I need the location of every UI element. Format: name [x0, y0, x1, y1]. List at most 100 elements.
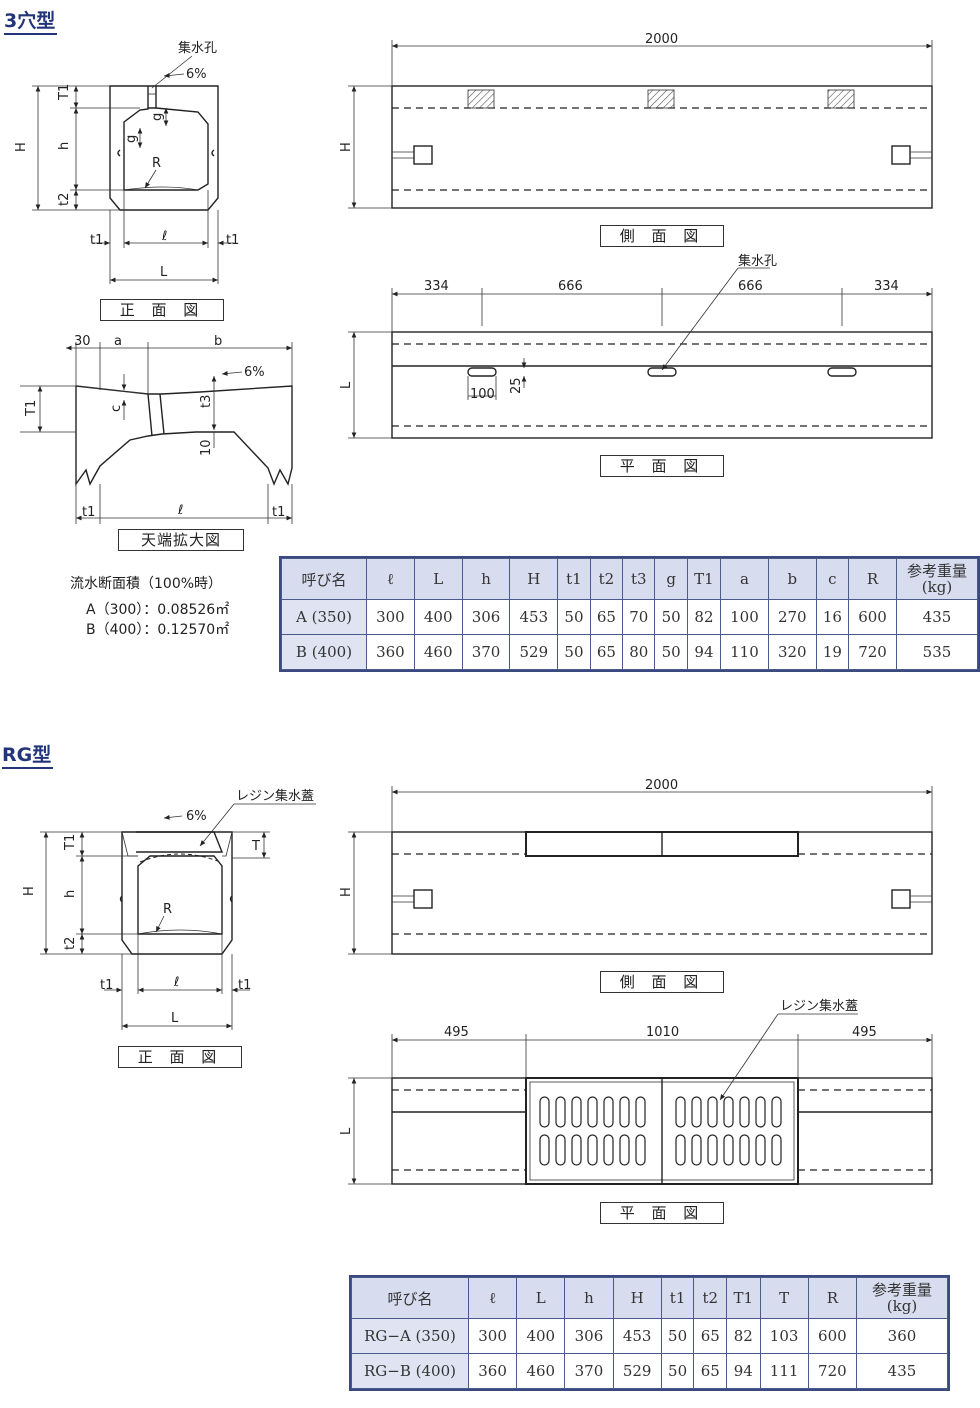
table-cell: 16: [815, 599, 850, 635]
table-cell: 270: [767, 599, 817, 635]
caption-front-3hole: 正 面 図: [100, 299, 224, 321]
table-header-cell: 呼び名: [281, 558, 367, 600]
label-resin-cover-plan: レジン集水蓋: [780, 998, 858, 1014]
label-t1-right: t1: [226, 233, 239, 248]
plan-view-3hole: 334 666 666 334 集水孔 100 25 L: [339, 253, 933, 439]
table-cell: 400: [516, 1318, 566, 1354]
label-h: h: [57, 142, 72, 150]
table-row-name: RG−A (350): [351, 1318, 469, 1354]
resin-cover-slots: [539, 1096, 782, 1166]
table-header-cell: T: [759, 1277, 809, 1319]
table-header-cell: t3: [622, 558, 656, 600]
caption-top-detail: 天端拡大図: [118, 529, 244, 551]
table-cell: 306: [461, 599, 511, 635]
caption-plan-3hole: 平 面 図: [600, 455, 724, 477]
label-ell-detail: ℓ: [177, 503, 183, 518]
cover-slot: [707, 1096, 718, 1128]
table-header-cell: T1: [686, 558, 722, 600]
side-view-rg: 2000 H: [339, 778, 933, 955]
label-ell-rg: ℓ: [173, 975, 179, 990]
cover-slot: [691, 1096, 702, 1128]
table-cell: 94: [726, 1353, 761, 1389]
flow-area-b: B（400）：0.12570㎡: [86, 622, 230, 638]
cover-slot: [739, 1096, 750, 1128]
dim-10: 10: [199, 439, 214, 456]
table-cell: 19: [815, 634, 850, 670]
cover-slot: [539, 1134, 550, 1166]
dim-666-left: 666: [558, 279, 583, 294]
table-header-cell: 呼び名: [351, 1277, 469, 1319]
side-view-3hole: 2000 H: [339, 32, 933, 209]
table-cell: 65: [589, 634, 624, 670]
label-T-rg: T: [251, 839, 260, 854]
table-cell: 100: [720, 599, 769, 635]
table-header-cell: ℓ: [366, 558, 415, 600]
cover-slot: [571, 1096, 582, 1128]
cover-slot: [635, 1096, 646, 1128]
label-drain-hole: 集水孔: [178, 40, 217, 56]
dim-2000-top: 2000: [645, 32, 678, 47]
cover-slot: [587, 1096, 598, 1128]
table-cell: 82: [726, 1318, 761, 1354]
table-cell: 80: [622, 634, 656, 670]
table-cell: 82: [686, 599, 722, 635]
label-h-rg: h: [63, 890, 78, 898]
table-header-cell: L: [413, 558, 463, 600]
cover-slot: [723, 1134, 734, 1166]
table-cell: 529: [612, 1353, 662, 1389]
table-cell: 435: [856, 1353, 948, 1389]
label-R-rg: R: [163, 902, 172, 917]
table-cell: 720: [807, 1353, 858, 1389]
dim-25: 25: [509, 377, 524, 394]
table-header-cell: g: [654, 558, 688, 600]
label-L: L: [160, 265, 168, 280]
table-cell: 65: [589, 599, 624, 635]
cover-slot: [603, 1096, 614, 1128]
table-cell: 529: [509, 634, 559, 670]
top-detail-3hole: T1 30 a b c t3 10 6% t1 ℓ t1: [20, 334, 293, 524]
cover-slot: [691, 1134, 702, 1166]
cover-slot: [571, 1134, 582, 1166]
label-slope: 6%: [186, 67, 207, 82]
dim-30: 30: [74, 334, 91, 349]
table-header-cell: t1: [660, 1277, 695, 1319]
table-cell: 360: [366, 634, 415, 670]
table-header-cell: t1: [557, 558, 591, 600]
cover-slot: [723, 1096, 734, 1128]
label-H-rg: H: [22, 886, 37, 896]
table-cell: 720: [848, 634, 897, 670]
label-g-1: g: [124, 135, 139, 143]
table-cell: 70: [622, 599, 656, 635]
table-header-cell: L: [516, 1277, 566, 1319]
table-cell: 435: [896, 599, 978, 635]
table-cell: 453: [509, 599, 559, 635]
table-cell: 65: [693, 1318, 728, 1354]
caption-plan-rg: 平 面 図: [600, 1202, 724, 1224]
table-header-cell: 参考重量 (kg): [856, 1277, 948, 1319]
table-cell: 50: [557, 599, 591, 635]
table-header-cell: t2: [693, 1277, 728, 1319]
table-cell: 460: [516, 1353, 566, 1389]
table-header-cell: 参考重量 (kg): [896, 558, 978, 600]
table-cell: 320: [767, 634, 817, 670]
label-slope-rg: 6%: [186, 809, 207, 824]
label-c: c: [109, 405, 124, 412]
dim-100: 100: [470, 387, 495, 402]
label-t2-rg: t2: [63, 937, 78, 950]
label-L-rg: L: [171, 1011, 179, 1026]
table-header-cell: T1: [726, 1277, 761, 1319]
flow-area-a: A（300）：0.08526㎡: [86, 602, 230, 618]
section-title-3hole: 3穴型: [4, 10, 58, 35]
cover-slot: [675, 1096, 686, 1128]
label-T1-rg: T1: [63, 834, 78, 851]
table-row-name: A (350): [281, 599, 367, 635]
caption-front-rg: 正 面 図: [118, 1046, 242, 1068]
label-ell: ℓ: [161, 229, 167, 244]
table-cell: 50: [557, 634, 591, 670]
label-t3: t3: [199, 395, 214, 408]
label-b: b: [214, 334, 222, 349]
table-cell: 370: [461, 634, 511, 670]
cover-slot: [619, 1096, 630, 1128]
